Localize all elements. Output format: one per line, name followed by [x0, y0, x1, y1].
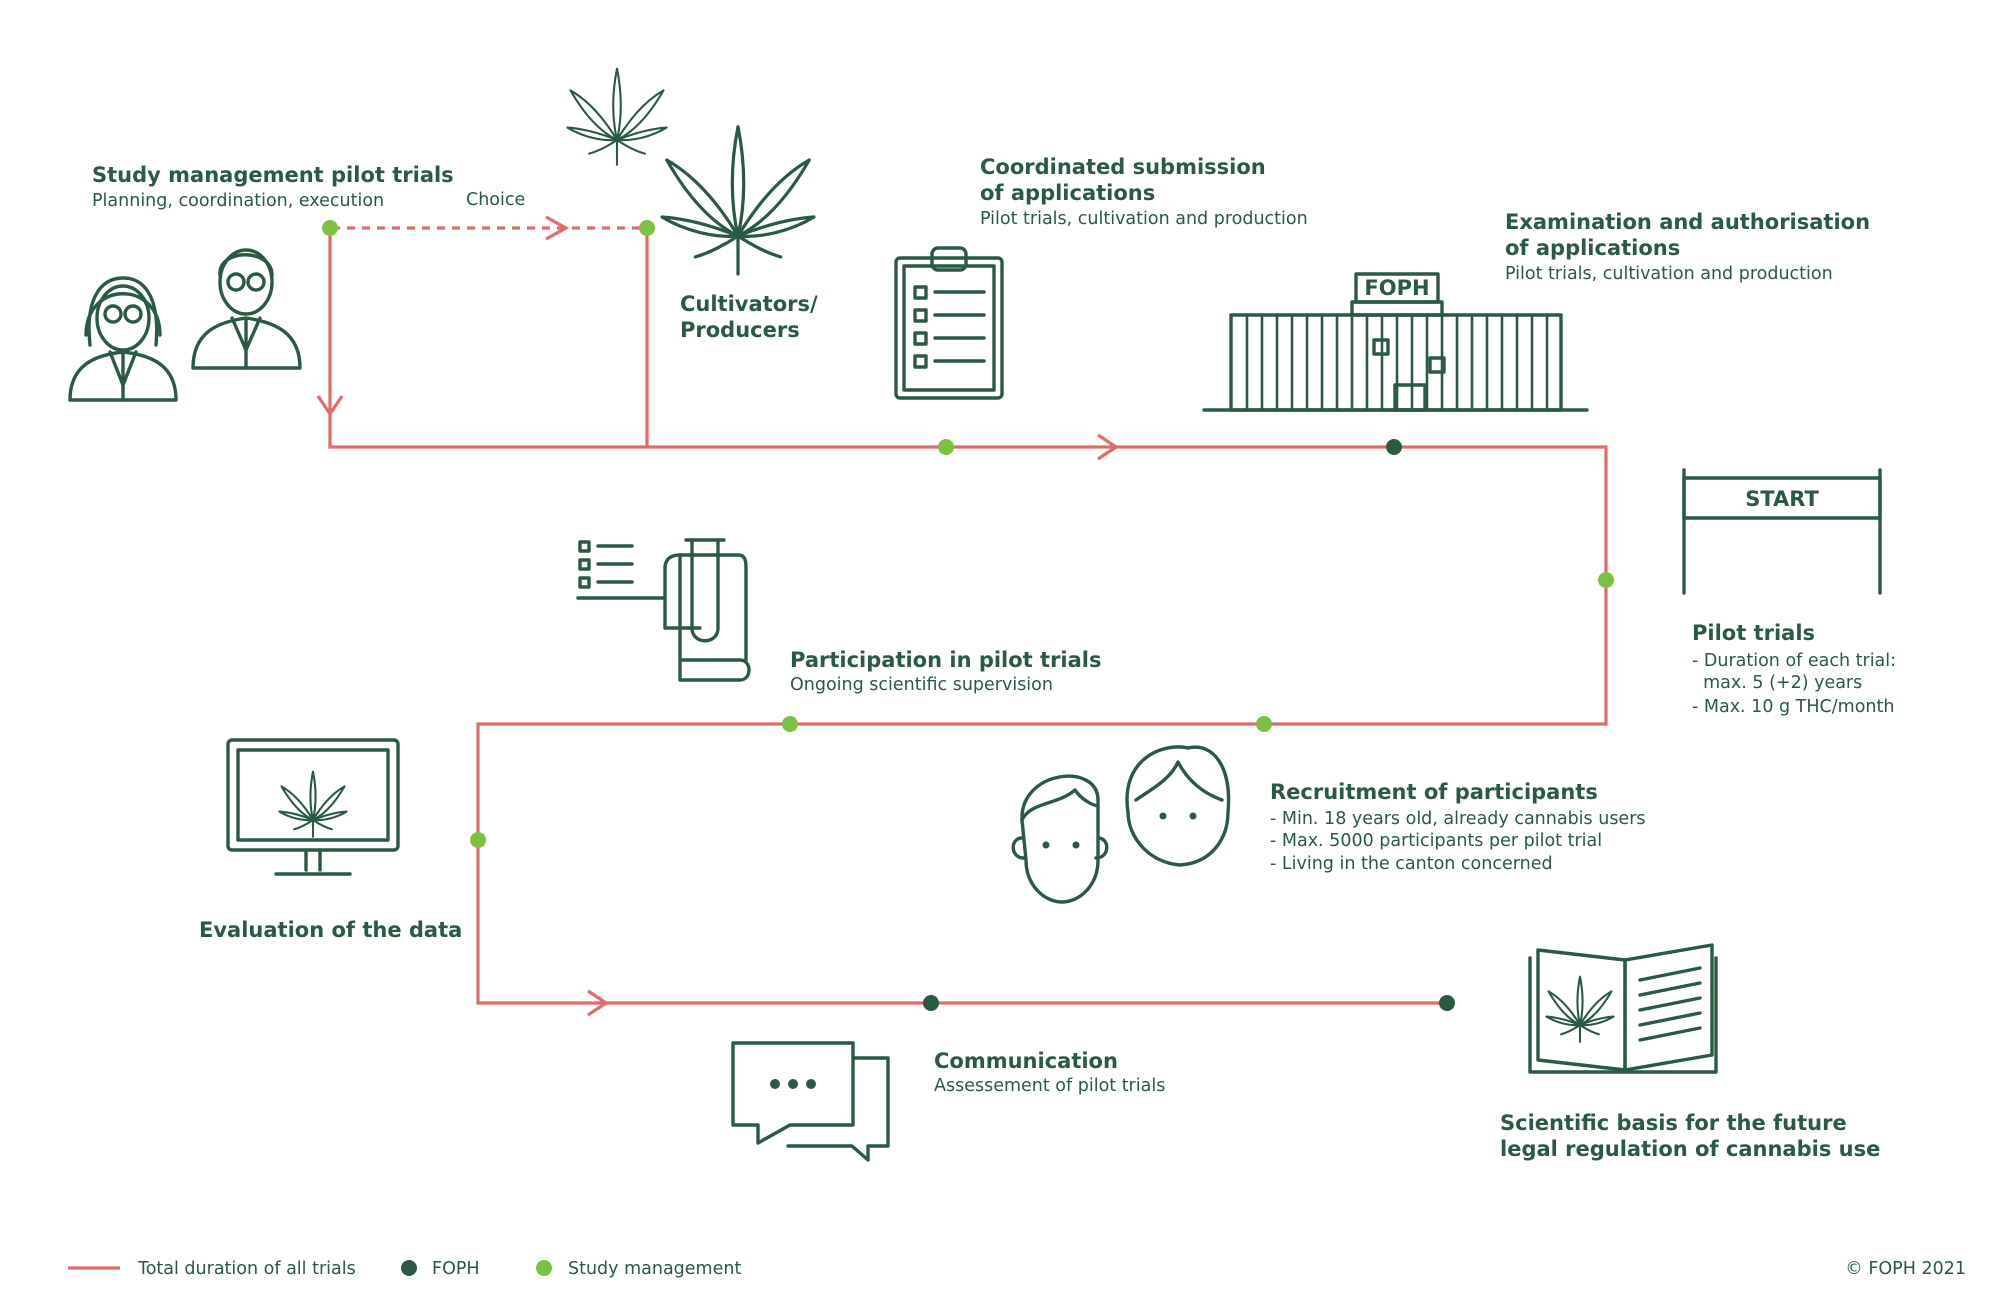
foph-building-sign: FOPH: [1364, 276, 1429, 300]
flow-dots: [322, 220, 1614, 1011]
study-management-dot: [782, 716, 798, 732]
recruitment-bullet: - Max. 5000 participants per pilot trial: [1270, 831, 1602, 851]
foph-dot: [923, 995, 939, 1011]
submission-subtitle: Pilot trials, cultivation and production: [980, 209, 1308, 229]
study-management-dot: [1256, 716, 1272, 732]
test-tube-document-icon: [576, 538, 751, 682]
right-arrowhead-bottom: [587, 989, 609, 1017]
legend-label: Study management: [568, 1259, 741, 1279]
copyright: © FOPH 2021: [1845, 1259, 1966, 1279]
pilot-trials-title: Pilot trials: [1692, 621, 1815, 645]
flow-path: [316, 215, 1608, 1017]
study-management-title: Study management pilot trials: [92, 163, 454, 187]
legend-label: Total duration of all trials: [137, 1259, 356, 1279]
foph-dot: [1386, 439, 1402, 455]
open-book-icon: [1528, 943, 1718, 1074]
communication-subtitle: Assessement of pilot trials: [934, 1076, 1165, 1096]
down-arrowhead: [316, 395, 344, 417]
legend: Total duration of all trials FOPH Study …: [68, 1259, 741, 1279]
legend-study-dot: [536, 1260, 552, 1276]
clipboard-checklist-icon: [894, 246, 1004, 400]
scientific-basis-title-line1: Scientific basis for the future: [1500, 1111, 1847, 1135]
scientists-icon: [68, 248, 302, 402]
evaluation-title: Evaluation of the data: [199, 918, 462, 942]
submission-title-line2: of applications: [980, 181, 1155, 205]
start-gate-sign: START: [1745, 487, 1819, 511]
choice-label: Choice: [466, 190, 525, 210]
study-management-dot: [639, 220, 655, 236]
cannabis-leaf-icon: [566, 67, 816, 276]
examination-subtitle: Pilot trials, cultivation and production: [1505, 264, 1833, 284]
study-management-dot: [470, 832, 486, 848]
examination-title-line2: of applications: [1505, 236, 1680, 260]
legend-foph-dot: [401, 1260, 417, 1276]
cultivators-title-line1: Cultivators/: [680, 292, 818, 316]
recruitment-bullet: - Min. 18 years old, already cannabis us…: [1270, 809, 1646, 829]
chat-bubbles-icon: [731, 1041, 890, 1162]
legend-label: FOPH: [432, 1259, 480, 1279]
study-management-subtitle: Planning, coordination, execution: [92, 191, 384, 211]
cultivators-title-line2: Producers: [680, 318, 800, 342]
pilot-trials-bullet: - Max. 10 g THC/month: [1692, 697, 1894, 717]
foph-building-icon: [1202, 272, 1589, 412]
participation-title: Participation in pilot trials: [790, 648, 1102, 672]
pilot-trials-bullet: - Duration of each trial:: [1692, 651, 1896, 671]
communication-title: Communication: [934, 1049, 1118, 1073]
participants-faces-icon: [1011, 745, 1231, 904]
study-management-dot: [322, 220, 338, 236]
start-gate-icon: [1682, 468, 1882, 595]
recruitment-bullet: - Living in the canton concerned: [1270, 854, 1553, 874]
submission-title-line1: Coordinated submission: [980, 155, 1266, 179]
study-management-dot: [1598, 572, 1614, 588]
foph-dot: [1439, 995, 1455, 1011]
study-management-dot: [938, 439, 954, 455]
scientific-basis-title-line2: legal regulation of cannabis use: [1500, 1137, 1880, 1161]
recruitment-title: Recruitment of participants: [1270, 780, 1598, 804]
choice-arrowhead: [545, 215, 570, 241]
examination-title-line1: Examination and authorisation: [1505, 210, 1870, 234]
pilot-trials-bullet: max. 5 (+2) years: [1692, 673, 1862, 693]
monitor-cannabis-icon: [226, 738, 400, 876]
participation-subtitle: Ongoing scientific supervision: [790, 675, 1053, 695]
right-arrowhead-top: [1097, 433, 1119, 461]
